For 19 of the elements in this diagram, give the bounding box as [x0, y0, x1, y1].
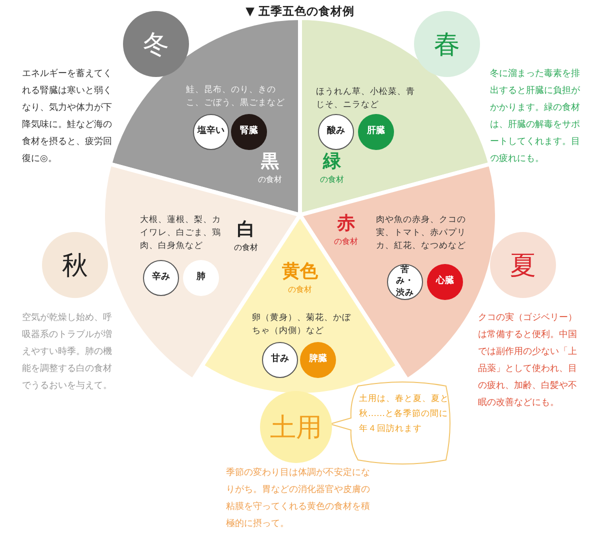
diagram-title: ▼ 五季五色の食材例: [244, 4, 356, 19]
food-list: ほうれん草、小松菜、青じそ、ニラなど: [316, 86, 420, 112]
food-list: 肉や魚の赤身、クコの実、トマト、赤パプリカ、紅花、なつめなど: [376, 214, 480, 254]
sector-subheading: の食材: [319, 174, 345, 186]
season-circle: 土用: [260, 391, 332, 463]
season-circle: 冬: [123, 11, 189, 77]
sector-heading: 緑: [322, 152, 342, 172]
description-text: 季節の変わり目は体調が不安定になりがち。胃などの消化器官や皮膚の粘膜を守ってくれる黄色の食材を積極的に摂って。: [226, 466, 371, 532]
season-circle: 春: [414, 11, 480, 77]
food-list: 鮭、昆布、のり、きのこ、ごぼう、黒ごまなど: [186, 84, 292, 110]
description-text: 冬に溜まった毒素を排出すると肝臓に負担がかかります。緑の食材は、肝臓の解毒をサポートしてくれます。目の疲れにも。: [490, 68, 580, 166]
sector-heading: 黒: [260, 152, 280, 172]
season-circle: 夏: [490, 232, 556, 298]
description-text: クコの実（ゴジベリー）は常備すると便利。中国では副作用の少ない「上品薬」として使われ、目の疲れ、加齢、白髪や不眠の改善などにも。: [478, 312, 578, 410]
season-circle: 秋: [42, 232, 108, 298]
sector-subheading: の食材: [256, 174, 283, 186]
description-text: 空気が乾燥し始め、呼吸器系のトラブルが増えやすい時季。肺の機能を調整する白の食材でうるおいを与えて。: [22, 312, 113, 394]
description-text: エネルギーを蓄えてくれる腎臓は寒いと弱くなり、気力や体力が下降気味に。鮭など海の食材を摂ると、疲労回復に◎。: [22, 68, 112, 166]
food-list: 大根、蓮根、梨、カイワレ、白ごま、鶏肉、白身魚など: [140, 214, 226, 254]
